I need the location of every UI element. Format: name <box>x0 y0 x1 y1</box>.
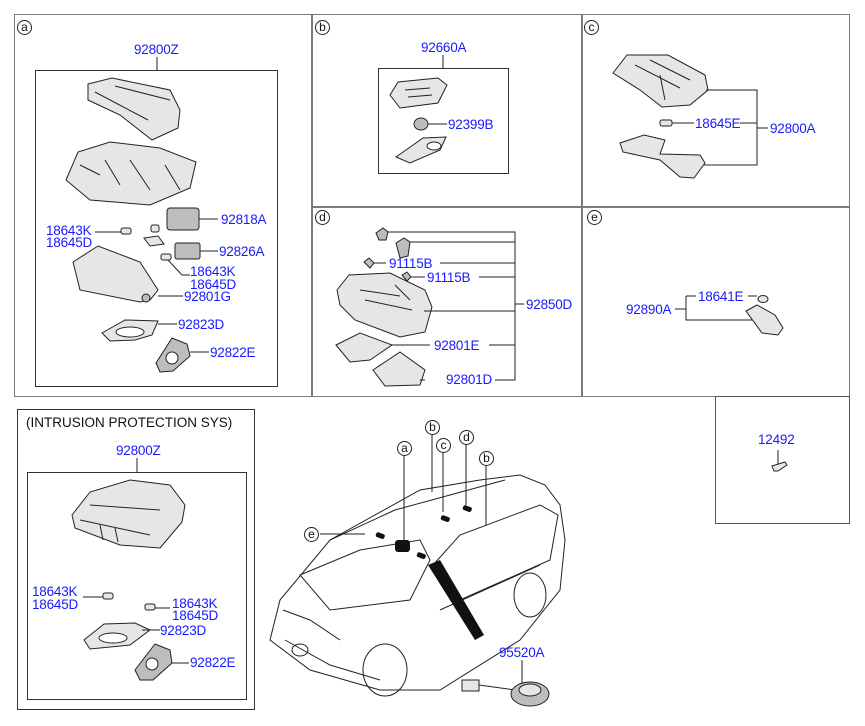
intrusion-title: (INTRUSION PROTECTION SYS) <box>26 415 233 430</box>
part-number-92850D[interactable]: 92850D <box>526 297 573 312</box>
column-divider-2 <box>581 14 583 397</box>
part-b-bulb <box>413 117 429 131</box>
bracket-d <box>387 231 524 381</box>
part-a-switch <box>166 207 200 231</box>
part-screw <box>771 461 788 472</box>
section-a-assembly-box <box>35 70 278 387</box>
part-a-clip <box>150 224 160 233</box>
part-c-bulb <box>659 119 673 127</box>
screw-frame <box>715 396 850 524</box>
vehicle-callout-e: e <box>304 527 319 542</box>
part-b-lamp <box>389 77 448 109</box>
part-number-95520A[interactable]: 95520A <box>499 645 545 660</box>
part-number-18641E[interactable]: 18641E <box>698 289 744 304</box>
part-number-18645E[interactable]: 18645E <box>695 116 741 131</box>
vehicle-callout-c: c <box>436 438 451 453</box>
part-d-socket-1 <box>375 227 389 241</box>
vehicle-part-e <box>375 532 385 539</box>
part-number-18645D-intrusion-left[interactable]: 18645D <box>32 597 79 612</box>
part-number-18643K-intrusion-right[interactable]: 18643K <box>172 596 218 611</box>
part-number-92801G[interactable]: 92801G <box>184 289 231 304</box>
part-a-bulb-right <box>160 253 172 261</box>
part-number-92660A[interactable]: 92660A <box>421 40 467 55</box>
part-siren-connector <box>461 679 480 692</box>
part-d-lamp <box>336 272 433 338</box>
part-e-bulb <box>757 295 769 303</box>
part-number-92801E[interactable]: 92801E <box>434 338 480 353</box>
vehicle-part-a <box>395 540 410 552</box>
part-i-bulb-left <box>102 592 114 600</box>
part-number-18645D-intrusion-right[interactable]: 18645D <box>172 608 219 623</box>
part-d-lens-2 <box>372 351 426 387</box>
part-number-92801D[interactable]: 92801D <box>446 372 493 387</box>
vehicle-part-d <box>462 505 472 512</box>
intrusion-frame <box>17 409 255 710</box>
part-number-92826A[interactable]: 92826A <box>219 244 265 259</box>
part-a-bracket <box>87 77 181 141</box>
column-divider-1 <box>311 14 313 397</box>
part-c-lens <box>619 134 706 179</box>
section-badge-b: b <box>315 20 330 35</box>
bracket-e <box>675 295 757 321</box>
part-a-cover-small <box>174 242 201 260</box>
part-number-18643K-right[interactable]: 18643K <box>190 264 236 279</box>
part-number-92399B[interactable]: 92399B <box>448 117 494 132</box>
part-d-lens-1 <box>335 332 394 363</box>
vehicle-callout-d: d <box>459 430 474 445</box>
part-i-bulb-right <box>144 603 156 611</box>
vehicle-part-c <box>440 515 450 522</box>
part-d-socket-2 <box>395 237 411 259</box>
part-number-92822E-intrusion[interactable]: 92822E <box>190 655 236 670</box>
outer-grid-frame <box>14 14 850 397</box>
row-divider <box>311 206 850 208</box>
part-c-lamp <box>612 54 709 108</box>
part-number-91115B-2[interactable]: 91115B <box>427 270 471 285</box>
part-a-housing <box>72 245 159 303</box>
bracket-c <box>704 89 768 166</box>
vehicle-drawing <box>269 474 566 697</box>
part-number-12492[interactable]: 12492 <box>758 432 795 447</box>
part-number-91115B-1[interactable]: 91115B <box>389 256 433 271</box>
part-number-92823D[interactable]: 92823D <box>178 317 225 332</box>
section-badge-c: c <box>584 20 599 35</box>
section-b-assembly-box <box>378 68 509 174</box>
part-d-bulb-1 <box>363 257 375 269</box>
part-number-92800Z[interactable]: 92800Z <box>134 42 179 57</box>
vehicle-harness <box>428 560 484 640</box>
part-number-18645D-right[interactable]: 18645D <box>190 277 237 292</box>
part-b-lens <box>394 136 447 164</box>
part-a-bulb-left <box>120 227 132 235</box>
part-number-92823D-intrusion[interactable]: 92823D <box>160 623 207 638</box>
part-number-92890A[interactable]: 92890A <box>626 302 672 317</box>
part-number-92822E[interactable]: 92822E <box>210 345 256 360</box>
section-badge-e: e <box>587 210 602 225</box>
part-number-18643K[interactable]: 18643K <box>46 223 92 238</box>
part-number-92800Z-intrusion[interactable]: 92800Z <box>116 443 161 458</box>
vehicle-callout-a: a <box>397 441 412 456</box>
part-number-92800A[interactable]: 92800A <box>770 121 816 136</box>
section-badge-a: a <box>17 20 32 35</box>
part-number-18643K-intrusion-left[interactable]: 18643K <box>32 584 78 599</box>
vehicle-callout-b-1: b <box>425 420 440 435</box>
part-number-18645D[interactable]: 18645D <box>46 235 93 250</box>
section-badge-d: d <box>315 210 330 225</box>
part-i-console <box>71 479 186 549</box>
part-a-holder <box>143 235 165 247</box>
part-e-lamp <box>745 304 784 336</box>
intrusion-assembly-box <box>27 472 247 700</box>
vehicle-callout-b-2: b <box>479 451 494 466</box>
part-number-92818A[interactable]: 92818A <box>221 212 267 227</box>
vehicle-part-a2 <box>416 552 426 559</box>
part-a-console <box>65 141 197 206</box>
